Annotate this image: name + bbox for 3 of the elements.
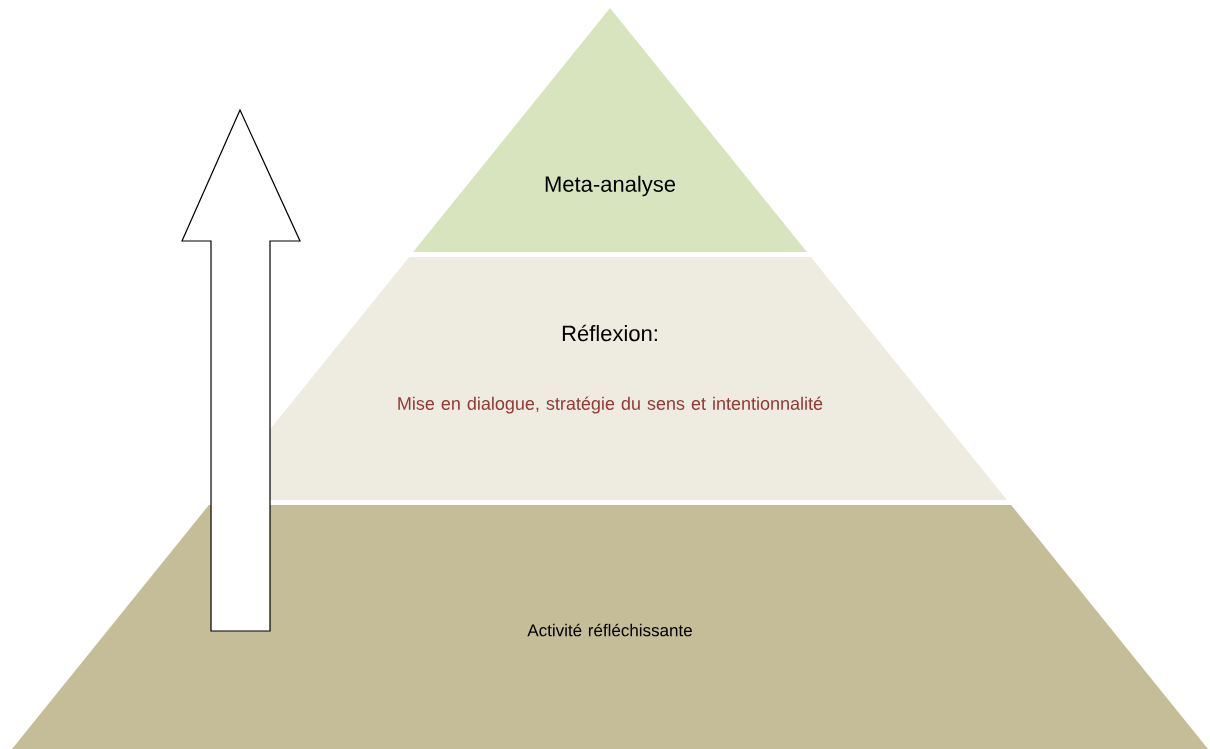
pyramid-tier: Meta-analyse [413, 8, 807, 252]
pyramid-tier: Activité réfléchissante [12, 505, 1208, 749]
pyramid-tier: Réflexion: Mise en dialogue, stratégie du sens et intentionnalité [213, 257, 1007, 500]
